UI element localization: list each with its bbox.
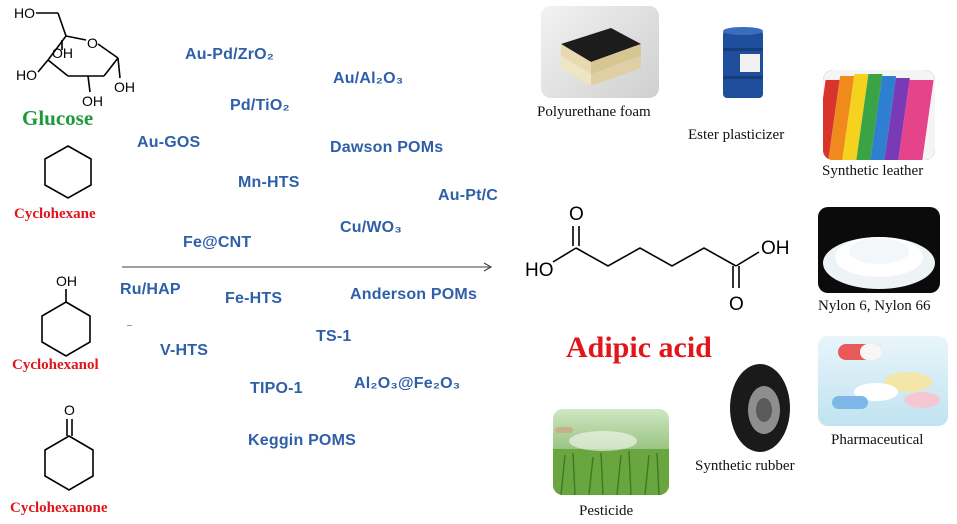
cyclohexanone-structure: O [44,402,94,491]
catalyst-au-gos: Au-GOS [137,134,201,151]
atom-label: HO [525,260,554,281]
catalyst-anderson-poms: Anderson POMs [350,286,478,303]
pharmaceutical-caption: Pharmaceutical [831,432,924,448]
glucose-structure: HO O OH HO OH OH [14,5,135,109]
synthetic-leather-image [823,70,935,160]
ester-plasticizer-image [718,24,768,102]
atom-label: O [729,294,744,315]
catalyst-al2o3-fe2o3: Al₂O₃@Fe₂O₃ [354,375,461,392]
catalyst-ru-hap: Ru/HAP [120,281,181,298]
catalyst-dawson-poms: Dawson POMs [330,139,444,156]
adipic-acid-structure: O HO OH O [525,204,790,315]
cyclohexanol-label: Cyclohexanol [12,357,99,373]
catalyst-pd-tio2: Pd/TiO₂ [230,97,290,114]
cyclohexanol-structure: OH [41,273,91,357]
atom-label: O [569,204,584,225]
catalyst-v-hts: V-HTS [160,342,209,359]
pesticide-image [553,409,669,495]
catalyst-au-pt-c: Au-Pt/C [438,187,499,204]
adipic-acid-label: Adipic acid [566,331,712,364]
divider-tick [127,325,132,326]
polyurethane-foam-caption: Polyurethane foam [537,104,651,120]
nylon-pellets-image [818,207,940,293]
catalyst-mn-hts: Mn-HTS [238,174,300,191]
atom-label: OH [114,79,135,95]
nylon-caption: Nylon 6, Nylon 66 [818,298,931,314]
synthetic-rubber-caption: Synthetic rubber [695,458,795,474]
catalyst-keggin-poms: Keggin POMS [248,432,356,449]
synthetic-leather-caption: Synthetic leather [822,163,924,179]
atom-label: HO [16,67,37,83]
catalyst-ts-1: TS-1 [316,328,352,345]
atom-label: HO [14,5,35,21]
glucose-label: Glucose [22,106,94,130]
catalyst-cu-wo3: Cu/WO₃ [340,219,402,236]
reaction-arrow [122,262,493,272]
pesticide-caption: Pesticide [579,503,634,519]
cyclohexane-label: Cyclohexane [14,206,96,222]
catalyst-fe-cnt: Fe@CNT [183,234,252,251]
atom-label: O [87,35,98,51]
polyurethane-foam-image [541,6,659,98]
catalyst-fe-hts: Fe-HTS [225,290,283,307]
catalyst-tipo-1: TIPO-1 [250,380,303,397]
atom-label: OH [56,273,77,289]
catalyst-au-al2o3: Au/Al₂O₃ [333,70,404,87]
atom-label: O [64,402,75,418]
pharmaceutical-image [818,336,948,426]
atom-label: OH [82,93,103,109]
cyclohexanone-label: Cyclohexanone [10,500,108,516]
cyclohexane-structure [44,145,92,199]
ester-plasticizer-caption: Ester plasticizer [688,127,785,143]
catalyst-au-pd-zro2: Au-Pd/ZrO₂ [185,46,275,63]
atom-label: OH [52,45,73,61]
synthetic-rubber-image [722,362,798,454]
atom-label: OH [761,238,790,259]
